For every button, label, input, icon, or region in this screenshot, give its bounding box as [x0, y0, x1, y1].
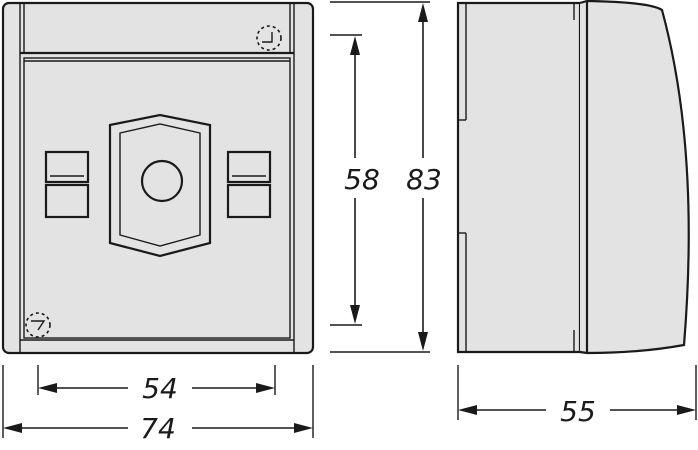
screw-marker-top-detail [262, 32, 273, 43]
dim-label-54: 54 [142, 372, 178, 405]
extension-lines [2, 1, 697, 438]
dim-height-inner: 58 [337, 36, 380, 324]
key-cylinder [140, 159, 184, 203]
dim-label-58: 58 [344, 163, 380, 196]
side-cover [579, 0, 690, 355]
screw-marker-bottom [25, 312, 51, 338]
terminal-right [226, 150, 272, 219]
terminal-right-upper [226, 150, 272, 184]
dim-label-55: 55 [560, 395, 596, 428]
housing-outline [1, 1, 315, 355]
key-switch-inner [119, 123, 201, 247]
key-switch [108, 113, 212, 258]
screw-marker-bottom-detail [31, 320, 46, 331]
front-view [1, 1, 315, 355]
terminal-right-lower [226, 183, 272, 219]
side-view [456, 0, 690, 355]
dim-width-inner: 54 [38, 370, 275, 405]
dim-width-total: 74 [3, 410, 313, 446]
terminal-left-upper [44, 150, 90, 184]
screw-marker-top [256, 25, 282, 51]
dim-label-83: 83 [406, 163, 442, 196]
dashed-circle-icon [256, 25, 282, 51]
key-switch-outer [108, 113, 212, 258]
cover-plate [23, 57, 291, 339]
dashed-circle-icon [25, 312, 51, 338]
dim-label-74: 74 [140, 412, 176, 445]
dim-height-total: 83 [404, 3, 444, 351]
terminal-left-lower [44, 183, 90, 219]
side-housing [456, 1, 582, 354]
dim-depth: 55 [458, 392, 696, 428]
terminal-left [44, 150, 90, 219]
